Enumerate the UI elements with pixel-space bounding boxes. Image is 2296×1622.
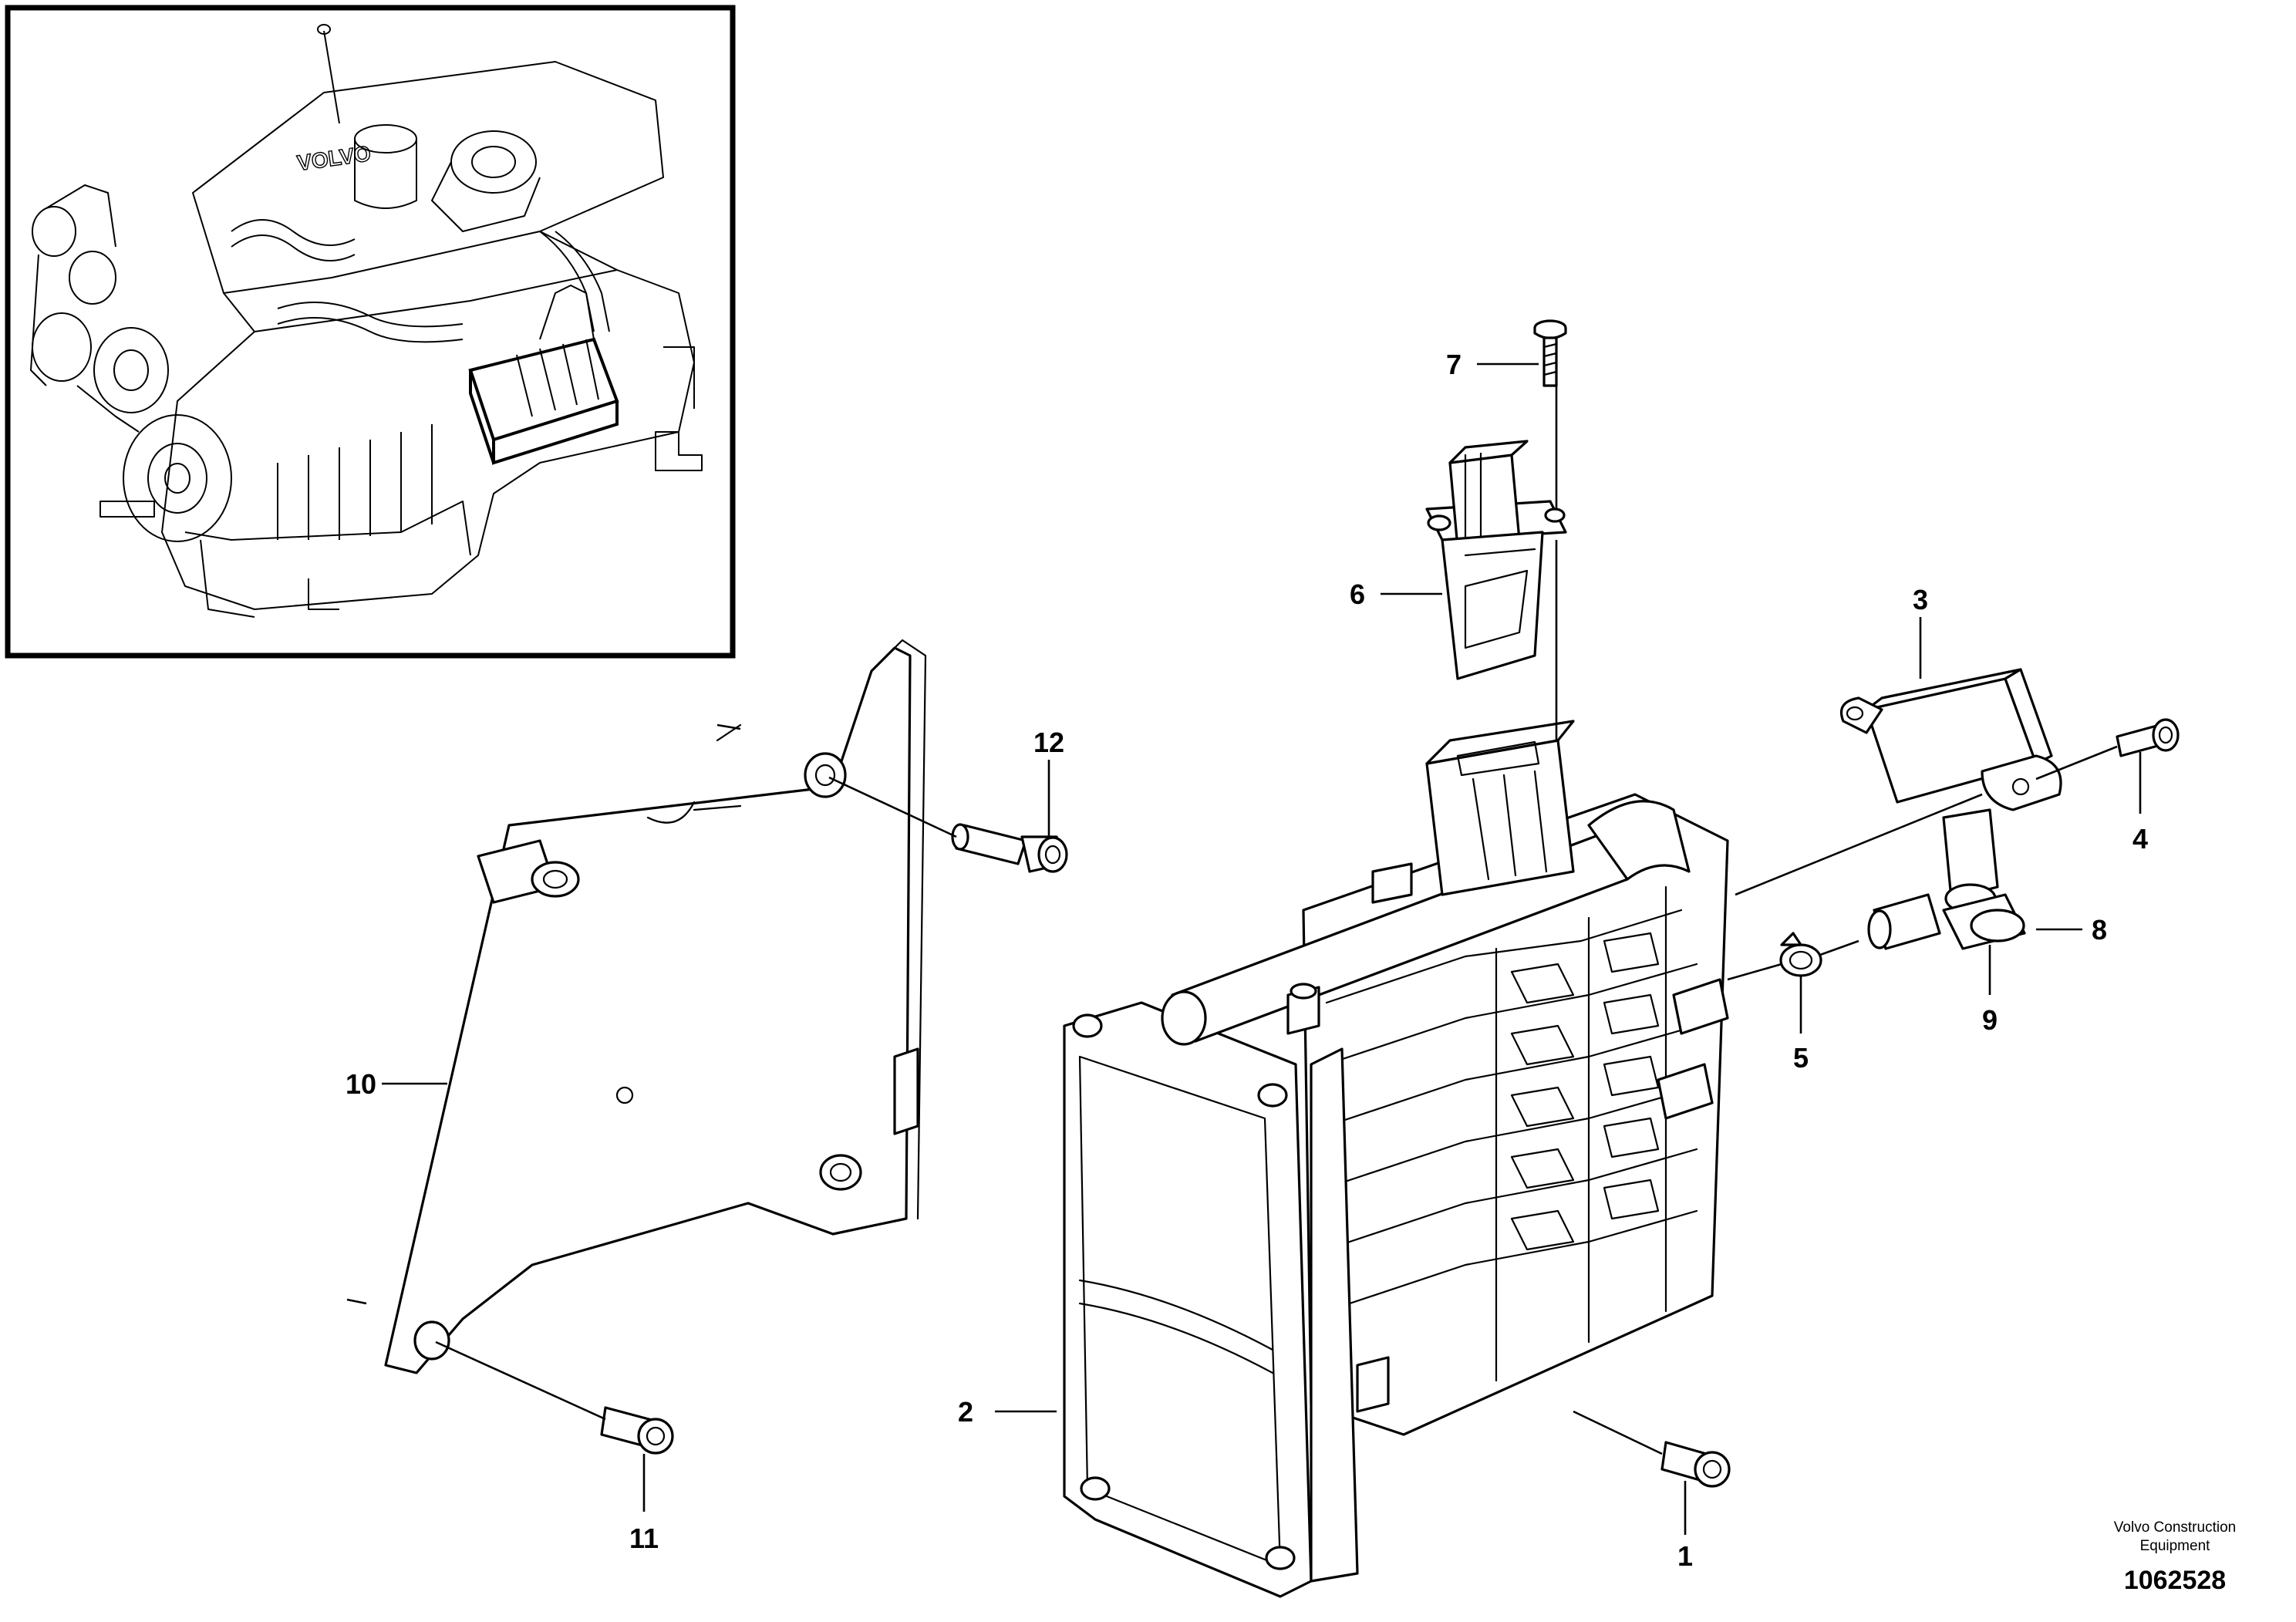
callout-2: 2 [958,1396,973,1428]
callout-11: 11 [629,1523,659,1554]
part-6-connector [1425,440,1567,680]
inset-ecu-highlight [468,285,619,465]
credit-line-2: Equipment [2140,1538,2211,1554]
part-11-bolt [600,1406,674,1455]
callout-1: 1 [1677,1540,1693,1572]
callout-4: 4 [2132,823,2148,855]
part-10-bracket [384,639,927,1374]
engine-overview-inset: VOLVO [5,5,736,659]
callout-labels: 1 2 3 4 5 6 7 8 9 10 11 12 [346,349,2148,1572]
part-4-bolt [2116,718,2180,757]
callout-5: 5 [1793,1042,1809,1074]
assembly-lines [346,386,2118,1455]
part-5-clip [1779,932,1822,977]
engine-overview-drawing: VOLVO [30,24,703,618]
credit-line-1: Volvo Construction [2114,1519,2236,1536]
callout-6: 6 [1350,578,1365,610]
callout-8: 8 [2092,914,2107,946]
callout-leaders [382,363,2142,1535]
drawing-number: 1062528 [2124,1566,2226,1595]
callout-3: 3 [1913,584,1928,615]
part-3-pressure-sensor [1839,668,2062,914]
part-1-bolt [1660,1441,1731,1488]
part-9-hose [1867,893,1941,950]
part-8-hose-clamp [1942,893,2026,950]
part-7-screw [1533,319,1567,387]
ecu-connector-housing [1425,720,1575,896]
callout-9: 9 [1982,1004,1998,1036]
drawing-credit-block: Volvo Construction Equipment 1062528 [2114,1519,2236,1595]
part-12-bolt [951,823,1068,873]
callout-10: 10 [346,1068,376,1100]
callout-7: 7 [1446,349,1462,380]
callout-12: 12 [1033,727,1064,758]
part-2-ecu-housing [1063,793,1729,1598]
